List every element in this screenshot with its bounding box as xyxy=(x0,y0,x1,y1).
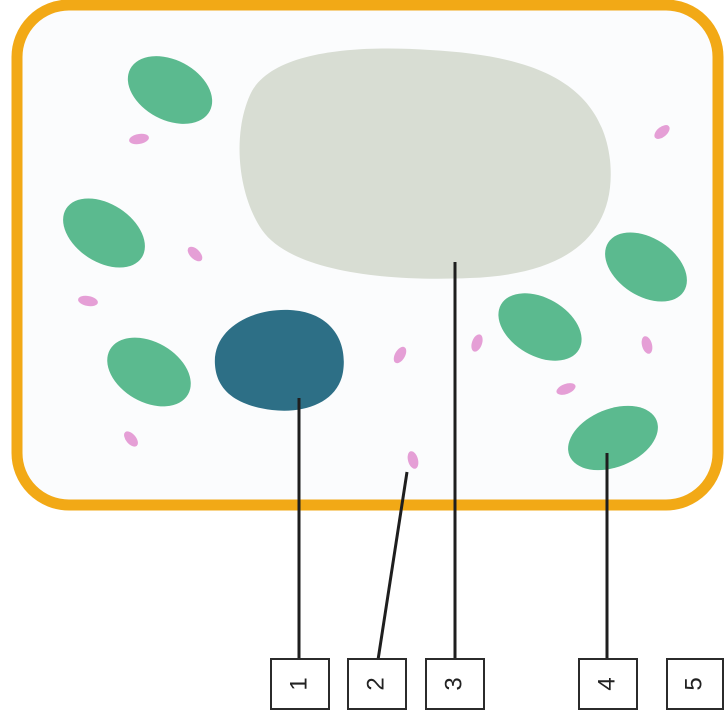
label-2: 2 xyxy=(363,677,391,690)
label-3: 3 xyxy=(441,677,469,690)
label-4: 4 xyxy=(594,677,622,690)
label-box-3: 3 xyxy=(425,658,485,710)
label-box-1: 1 xyxy=(270,658,330,710)
label-box-4: 4 xyxy=(578,658,638,710)
label-box-2: 2 xyxy=(347,658,407,710)
label-1: 1 xyxy=(286,677,314,690)
vacuole xyxy=(240,48,611,278)
label-box-5: 5 xyxy=(666,658,724,710)
label-5: 5 xyxy=(681,677,709,690)
